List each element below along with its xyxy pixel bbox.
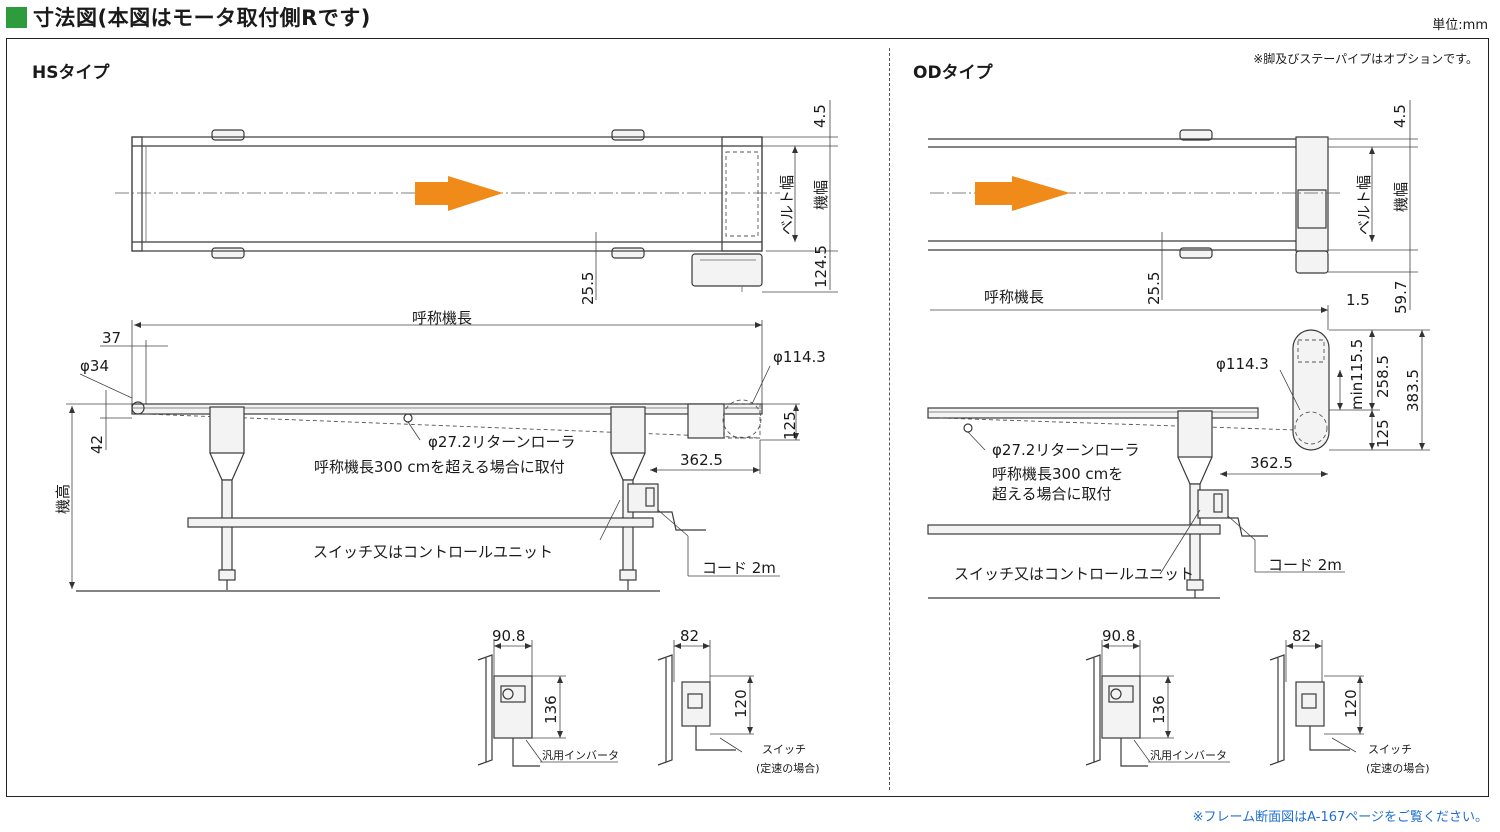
od-flow-arrow [975,176,1070,211]
hs-dim-phi114-3: φ114.3 [773,348,826,366]
hs-dim-362-5: 362.5 [680,451,723,469]
od-inverter-label: 汎用インバータ [1150,748,1227,762]
od-return-roller-note-1: 呼称機長300 cmを [992,465,1123,483]
hs-pulley-tab [611,129,645,141]
hs-pulley-tab [211,129,245,141]
hs-control-box [627,483,659,513]
hs-return-roller-note: 呼称機長300 cmを超える場合に取付 [314,458,565,476]
header: 寸法図(本図はモータ取付側Rです) [6,2,371,32]
od-switch-unit-label: スイッチ又はコントロールユニット [954,565,1194,583]
hs-dim-42: 42 [88,435,106,454]
hs-switch-detail: 82 120 スイッチ (定速の場合) [657,627,820,775]
page-title: 寸法図(本図はモータ取付側Rです) [33,6,371,30]
hs-inverter-height: 136 [542,695,560,724]
od-dim-25-5: 25.5 [1145,272,1163,305]
od-dim-383-5: 383.5 [1404,369,1422,412]
od-section-title: ODタイプ [913,63,993,83]
od-dim-belt-width: ベルト幅 [1355,175,1373,235]
hs-dim-125: 125 [781,411,799,440]
od-head-block [1295,136,1329,252]
hs-switch-unit-label: スイッチ又はコントロールユニット [313,543,553,561]
od-stay-pipe [927,524,1221,535]
od-dim-362-5: 362.5 [1250,454,1293,472]
hs-stay-pipe [187,517,654,528]
hs-switch-width: 82 [680,627,699,645]
od-dim-min115-5: min115.5 [1348,339,1366,410]
hs-top-view: 4.5 ベルト幅 機幅 25.5 124.5 [115,100,838,305]
hs-side-view: 呼称機長 37 φ34 φ114.3 42 機高 125 362.5 φ27.2… [54,309,826,592]
drawing-frame [6,38,1489,797]
od-pulley-tab [1179,129,1213,141]
od-return-roller-label: φ27.2リターンローラ [992,441,1140,459]
od-dim-4-5: 4.5 [1391,104,1409,128]
footer-note: ※フレーム断面図はA-167ページをご覧ください。 [1192,810,1488,825]
hs-motor-box [691,253,763,287]
od-dim-258-5: 258.5 [1374,355,1392,398]
od-cord-label: コード 2m [1268,556,1342,574]
od-switch-height: 120 [1342,689,1360,718]
od-conveyor-bed [927,407,1259,419]
od-switch-box [1295,681,1325,727]
od-control-box [1197,489,1229,519]
hs-dim-height: 機高 [54,484,72,514]
od-motor-top [1295,250,1329,274]
hs-tail-end [131,136,143,252]
unit-label: 単位:mm [1432,18,1488,33]
hs-dim-4-5: 4.5 [811,104,829,128]
hs-dim-phi34: φ34 [80,357,109,375]
hs-pulley-tab [611,247,645,259]
od-inverter-width: 90.8 [1102,627,1135,645]
hs-head-end [721,136,763,252]
hs-pulley-tab [211,247,245,259]
od-switch-sub: (定速の場合) [1366,761,1430,775]
od-side-view: 呼称機長 1.5 φ114.3 min115.5 258.5 383.5 125… [927,288,1430,599]
od-switch-width: 82 [1292,627,1311,645]
od-inverter-height: 136 [1150,695,1168,724]
od-dim-phi114-3: φ114.3 [1216,355,1269,373]
hs-dim-124-5: 124.5 [812,245,830,288]
hs-motor-side [687,403,725,439]
hs-inverter-box [493,675,533,739]
hs-switch-height: 120 [732,689,750,718]
hs-cord-label: コード 2m [702,559,776,577]
od-dim-1-5: 1.5 [1346,291,1370,309]
hs-leg-bracket [209,406,245,454]
od-dim-machine-width: 機幅 [1392,182,1410,212]
od-return-roller-note-2: 超える場合に取付 [992,485,1112,503]
hs-return-roller-label: φ27.2リターンローラ [428,433,576,451]
od-leg-bracket [1177,410,1213,458]
od-inverter-box [1101,675,1141,739]
hs-inverter-width: 90.8 [492,627,525,645]
hs-switch-sub: (定速の場合) [756,761,820,775]
hs-dim-25-5: 25.5 [579,272,597,305]
od-motor-body [1292,329,1330,451]
od-dim-59-7: 59.7 [1392,281,1410,314]
hs-flow-arrow [415,176,503,211]
od-switch-detail: 82 120 スイッチ (定速の場合) [1269,627,1430,775]
hs-switch-label: スイッチ [762,743,806,756]
od-inverter-detail: 90.8 136 汎用インバータ [1085,627,1230,767]
od-dim-nominal-length: 呼称機長 [984,288,1044,306]
hs-section-title: HSタイプ [32,63,110,83]
hs-inverter-detail: 90.8 136 汎用インバータ [477,627,619,767]
od-switch-label: スイッチ [1368,743,1412,756]
option-note: ※脚及びステーパイプはオプションです。 [1253,52,1478,66]
hs-switch-box [681,681,711,727]
hs-inverter-label: 汎用インバータ [542,748,619,762]
hs-leg-bracket [610,406,646,454]
hs-dim-machine-width: 機幅 [812,180,830,210]
header-square-icon [6,6,27,28]
section-divider [889,48,890,790]
od-top-view: 4.5 ベルト幅 機幅 25.5 59.7 [928,100,1418,314]
hs-dim-nominal-length: 呼称機長 [412,309,472,327]
hs-dim-37: 37 [102,329,121,347]
od-dim-125: 125 [1374,419,1392,448]
hs-dim-belt-width: ベルト幅 [778,175,796,235]
